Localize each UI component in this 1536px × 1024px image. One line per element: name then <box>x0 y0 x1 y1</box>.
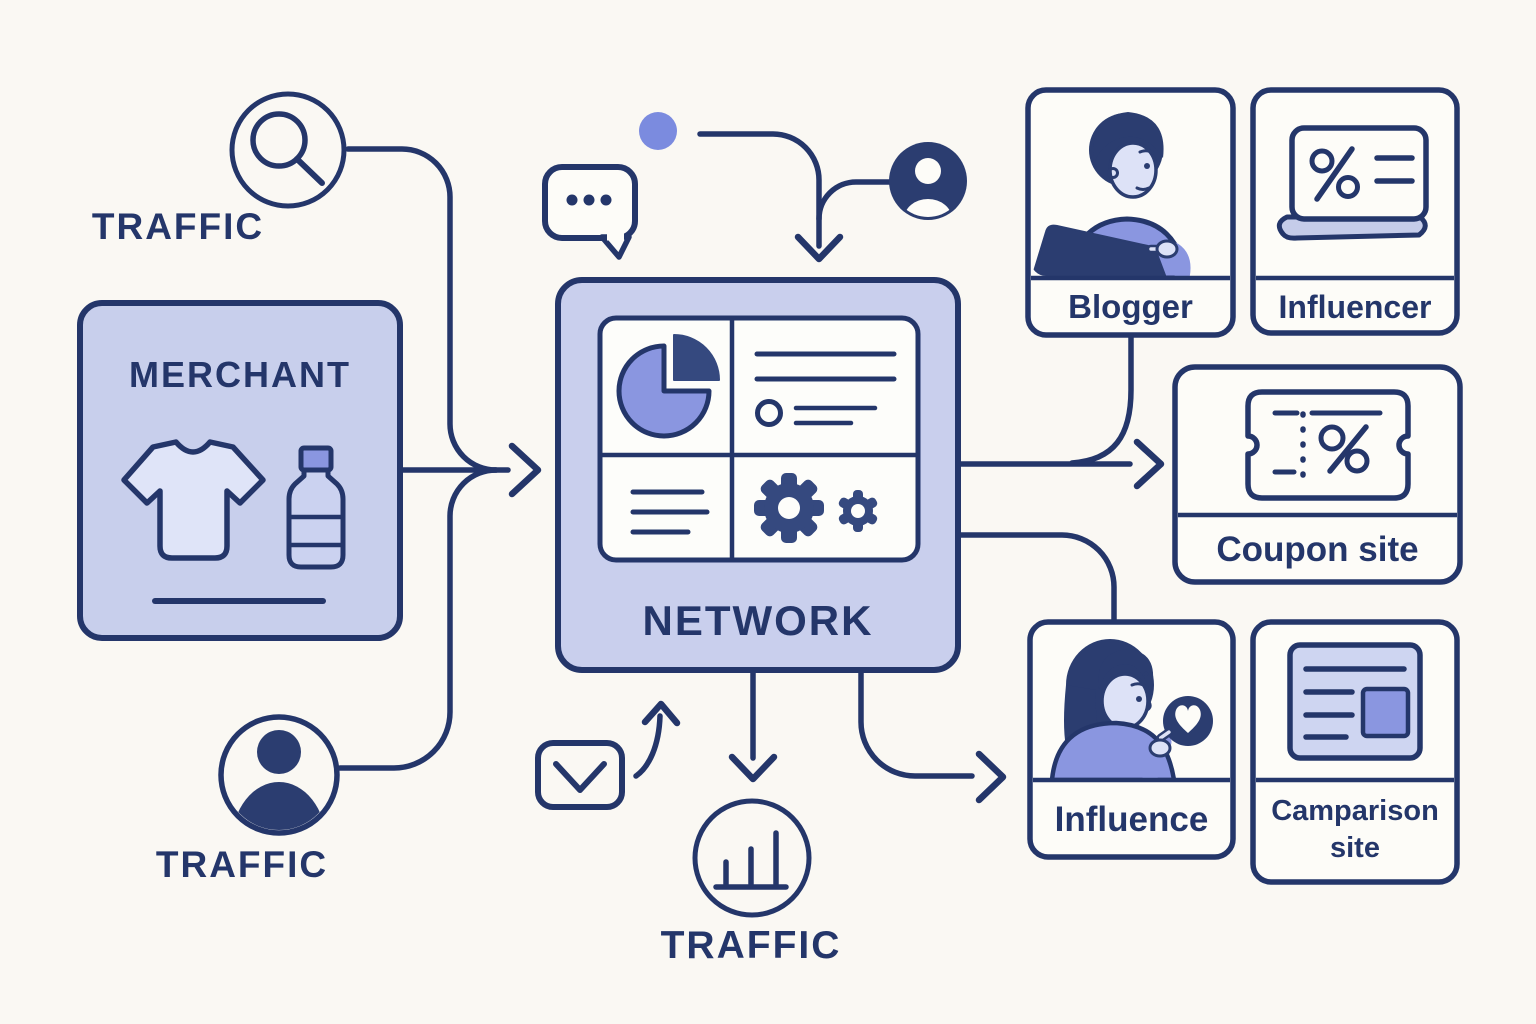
arrowhead-network-top <box>794 233 844 263</box>
arrowhead-traffic-down <box>728 753 778 783</box>
user-traffic-line <box>337 467 499 771</box>
traffic-user-label: TRAFFIC <box>155 844 329 885</box>
comparison-page-icon <box>1287 642 1423 761</box>
blogger-label: Blogger <box>1068 288 1193 325</box>
arrowhead-influence <box>975 750 1007 804</box>
traffic-chart-label: TRAFFIC <box>660 924 842 967</box>
purple-dot <box>639 112 677 150</box>
merchant-label: MERCHANT <box>129 354 351 395</box>
tshirt-icon <box>121 439 266 561</box>
arrowhead-up-arrow <box>641 700 681 727</box>
gears-icon <box>754 473 878 543</box>
network-node <box>555 277 961 673</box>
blogger-branch-line <box>1069 334 1134 466</box>
search-traffic-line <box>345 146 499 473</box>
coupon-ticket-icon <box>1245 389 1411 501</box>
arrowhead-coupon <box>1133 438 1165 490</box>
presentation-percent-icon <box>1276 125 1429 241</box>
blogger-person-icon <box>1031 112 1191 276</box>
network-label: NETWORK <box>642 597 874 644</box>
traffic-search-label: TRAFFIC <box>91 206 265 247</box>
influencer-label: Influencer <box>1278 289 1432 325</box>
bottle-icon <box>286 445 346 570</box>
arrowhead-into-network <box>508 442 542 498</box>
comparison-site-label: Camparison site <box>1271 795 1439 864</box>
document-lines-icon <box>754 351 897 427</box>
blogger-node <box>1025 87 1236 338</box>
network-to-influence-top-line <box>957 532 1117 624</box>
speech-bubble-icon <box>542 164 638 260</box>
merchant-node <box>77 300 403 641</box>
woman-heart-icon <box>1049 639 1213 778</box>
influence-node <box>1027 619 1236 860</box>
envelope-icon <box>535 740 625 810</box>
coupon-site-label: Coupon site <box>1216 530 1419 569</box>
network-to-influence-left-line <box>858 667 975 779</box>
search-icon <box>229 91 347 209</box>
avatar-icon <box>889 142 967 220</box>
coupon-site-node <box>1172 364 1463 585</box>
comparison-site-node <box>1250 619 1460 885</box>
influencer-node <box>1250 87 1460 336</box>
influence-label: Influence <box>1054 800 1209 839</box>
avatar-to-network-line <box>816 179 892 222</box>
user-icon <box>218 714 340 836</box>
list-lines-icon <box>630 489 710 535</box>
pie-chart-icon <box>616 334 720 439</box>
dot-to-network-line <box>697 131 822 249</box>
bar-chart-icon <box>692 798 812 918</box>
curved-up-arrow-icon <box>633 713 663 779</box>
